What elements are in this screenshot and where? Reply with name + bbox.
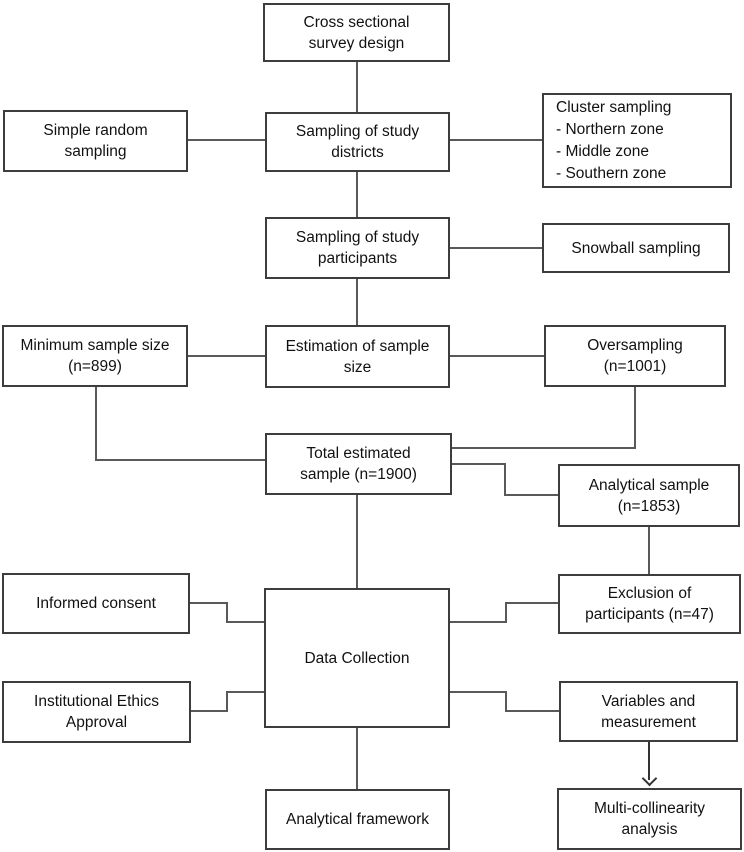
connector-analytical-sample-to-exclusion bbox=[648, 527, 650, 574]
connector-oversampling-to-total-vertical bbox=[634, 387, 636, 449]
connector-data-to-variables-seg3 bbox=[505, 710, 559, 712]
connector-data-to-exclusion-seg2 bbox=[505, 602, 507, 623]
connector-participants-to-snowball bbox=[450, 247, 542, 249]
node-snowball-sampling: Snowball sampling bbox=[542, 223, 730, 273]
connector-participants-to-estimation bbox=[356, 279, 358, 325]
connector-oversampling-to-total-horizontal bbox=[452, 447, 636, 449]
node-estimation-of-sample-size: Estimation of sample size bbox=[265, 325, 450, 388]
node-variables-and-measurement: Variables and measurement bbox=[559, 681, 738, 742]
connector-minimum-to-estimation bbox=[188, 355, 265, 357]
connector-ethics-to-data-seg3 bbox=[226, 691, 264, 693]
node-exclusion-of-participants: Exclusion of participants (n=47) bbox=[558, 574, 741, 634]
connector-informed-consent-to-data-seg2 bbox=[226, 602, 228, 623]
node-informed-consent: Informed consent bbox=[2, 573, 190, 634]
connector-minimum-to-total-horizontal bbox=[95, 459, 265, 461]
connector-ethics-to-data-seg1 bbox=[191, 710, 228, 712]
connector-total-to-data-collection bbox=[356, 495, 358, 588]
connector-variables-to-multicollinearity-arrow-shaft bbox=[648, 742, 650, 780]
connector-total-to-analytical-sample-seg1 bbox=[452, 463, 506, 465]
connector-data-to-variables-seg1 bbox=[450, 691, 507, 693]
node-oversampling: Oversampling (n=1001) bbox=[544, 325, 726, 387]
node-minimum-sample-size: Minimum sample size (n=899) bbox=[2, 325, 188, 387]
node-cross-sectional-survey-design: Cross sectional survey design bbox=[263, 3, 450, 62]
arrow-down-icon bbox=[641, 770, 658, 787]
node-cluster-sampling: Cluster sampling - Northern zone - Middl… bbox=[542, 93, 732, 188]
node-sampling-of-study-participants: Sampling of study participants bbox=[265, 217, 450, 279]
node-analytical-framework: Analytical framework bbox=[265, 789, 450, 850]
connector-districts-to-participants bbox=[356, 172, 358, 217]
connector-minimum-to-total-vertical bbox=[95, 387, 97, 461]
node-total-estimated-sample: Total estimated sample (n=1900) bbox=[265, 433, 452, 495]
connector-data-to-exclusion-seg3 bbox=[505, 602, 558, 604]
connector-simple-random-to-districts bbox=[188, 139, 265, 141]
node-multi-collinearity-analysis: Multi-collinearity analysis bbox=[557, 788, 742, 850]
connector-informed-consent-to-data-seg1 bbox=[190, 602, 228, 604]
connector-informed-consent-to-data-seg3 bbox=[226, 621, 264, 623]
connector-survey-to-districts bbox=[356, 62, 358, 112]
connector-districts-to-cluster bbox=[450, 139, 542, 141]
node-data-collection: Data Collection bbox=[264, 588, 450, 728]
connector-total-to-analytical-sample-seg3 bbox=[504, 494, 558, 496]
connector-data-to-variables-seg2 bbox=[505, 691, 507, 712]
connector-data-to-exclusion-seg1 bbox=[450, 621, 507, 623]
node-simple-random-sampling: Simple random sampling bbox=[3, 110, 188, 172]
connector-estimation-to-oversampling bbox=[450, 355, 544, 357]
connector-total-to-analytical-sample-seg2 bbox=[504, 463, 506, 496]
connector-data-to-analytical-framework bbox=[356, 728, 358, 789]
connector-ethics-to-data-seg2 bbox=[226, 691, 228, 712]
node-institutional-ethics-approval: Institutional Ethics Approval bbox=[2, 681, 191, 743]
node-analytical-sample: Analytical sample (n=1853) bbox=[558, 464, 740, 527]
node-sampling-of-study-districts: Sampling of study districts bbox=[265, 112, 450, 172]
